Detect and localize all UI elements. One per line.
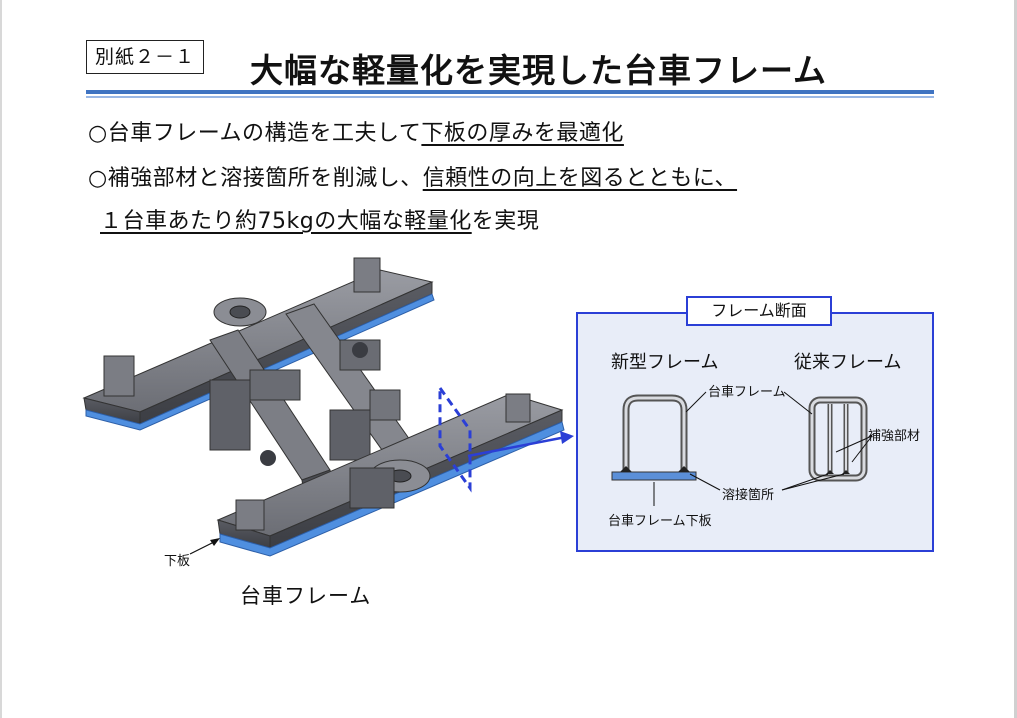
bullet-emphasis: 下板の厚みを最適化	[421, 121, 624, 146]
label-reinforcement: 補強部材	[868, 429, 921, 444]
section-arrow	[467, 435, 567, 458]
bullet-optimize-plate: ○台車フレームの構造を工夫して下板の厚みを最適化	[88, 115, 624, 147]
cross-section-title: フレーム断面	[686, 296, 832, 326]
page-title: 大幅な軽量化を実現した台車フレーム	[250, 51, 828, 90]
page-left-edge	[0, 0, 2, 718]
cross-beams	[209, 303, 413, 495]
label-bottom-plate: 台車フレーム下板	[608, 514, 712, 529]
bullet-emphasis: １台車あたり約75kgの大幅な軽量化	[100, 209, 472, 234]
page-right-edge	[1014, 0, 1017, 718]
figure-caption: 台車フレーム	[240, 584, 372, 608]
conventional-frame-heading: 従来フレーム	[794, 352, 902, 373]
new-frame-section	[611, 394, 697, 481]
section-plane-marker	[438, 383, 472, 493]
bullet-weight-reduction: １台車あたり約75kgの大幅な軽量化を実現	[100, 203, 539, 235]
label-weld-points: 溶接箇所	[722, 488, 775, 503]
conventional-frame-section	[808, 396, 868, 482]
leader-lines	[653, 391, 873, 506]
label-bogie-frame: 台車フレーム	[708, 385, 786, 400]
side-beam-front	[216, 393, 565, 557]
section-arrow-head	[560, 431, 574, 444]
bullet-text: ○補強部材と溶接箇所を削減し、	[88, 166, 423, 191]
bullet-emphasis: 信頼性の向上を図るとともに、	[422, 166, 738, 191]
title-rule	[86, 90, 934, 94]
bullet-reduce-parts: ○補強部材と溶接箇所を削減し、信頼性の向上を図るとともに、	[88, 160, 737, 192]
cross-section-panel	[576, 312, 934, 552]
bottom-plate-label: 下板	[164, 554, 191, 569]
bullet-text: を実現	[471, 209, 540, 234]
new-frame-heading: 新型フレーム	[611, 352, 719, 373]
bottom-plate-pointer-head	[210, 538, 220, 546]
title-rule-thin	[86, 96, 934, 98]
attachment-label: 別紙２－１	[86, 40, 204, 74]
bullet-text: ○台車フレームの構造を工夫して	[88, 121, 422, 146]
